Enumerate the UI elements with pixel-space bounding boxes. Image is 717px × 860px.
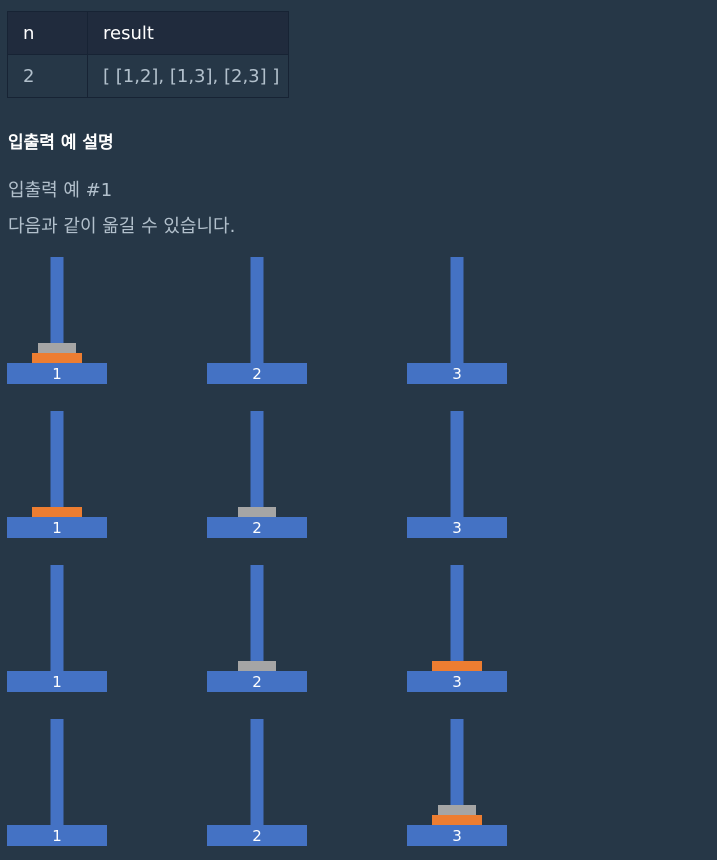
hanoi-peg-2: 2 [207, 719, 307, 846]
table-cell-result: [ [1,2], [1,3], [2,3] ] [87, 54, 289, 98]
example-description: 다음과 같이 옮길 수 있습니다. [8, 216, 236, 237]
hanoi-peg-3: 3 [407, 411, 507, 538]
peg-label: 1 [52, 827, 62, 845]
hanoi-peg-2: 2 [207, 565, 307, 692]
peg-pole [50, 411, 64, 518]
peg-base [207, 825, 307, 846]
peg-base [407, 517, 507, 538]
disk-large [32, 353, 82, 363]
section-heading: 입출력 예 설명 [8, 133, 114, 153]
peg-label: 3 [452, 519, 462, 537]
peg-label: 2 [252, 673, 262, 691]
peg-pole [50, 565, 64, 672]
peg-label: 2 [252, 827, 262, 845]
hanoi-peg-3: 3 [407, 565, 507, 692]
peg-label: 1 [52, 519, 62, 537]
peg-base [207, 517, 307, 538]
disk-small [38, 343, 76, 353]
hanoi-peg-1: 1 [7, 719, 107, 846]
hanoi-peg-1: 1 [7, 565, 107, 692]
table-row: 2 [ [1,2], [1,3], [2,3] ] [7, 54, 289, 98]
table-cell-n: 2 [7, 54, 88, 98]
peg-pole [50, 719, 64, 826]
peg-base [7, 363, 107, 384]
disk-large [32, 507, 82, 517]
peg-pole [50, 257, 64, 364]
peg-label: 1 [52, 365, 62, 383]
peg-pole [450, 719, 464, 826]
peg-base [407, 825, 507, 846]
peg-base [7, 825, 107, 846]
table-header-n: n [7, 11, 88, 55]
hanoi-peg-2: 2 [207, 411, 307, 538]
hanoi-peg-3: 3 [407, 257, 507, 384]
disk-small [238, 507, 276, 517]
peg-label: 3 [452, 365, 462, 383]
hanoi-peg-2: 2 [207, 257, 307, 384]
disk-large [432, 815, 482, 825]
peg-pole [450, 565, 464, 672]
peg-label: 3 [452, 673, 462, 691]
peg-pole [250, 257, 264, 364]
peg-pole [250, 565, 264, 672]
disk-small [438, 805, 476, 815]
peg-base [7, 671, 107, 692]
hanoi-peg-1: 1 [7, 411, 107, 538]
peg-label: 3 [452, 827, 462, 845]
disk-large [432, 661, 482, 671]
hanoi-peg-3: 3 [407, 719, 507, 846]
peg-base [407, 363, 507, 384]
peg-pole [250, 719, 264, 826]
peg-pole [250, 411, 264, 518]
peg-pole [450, 411, 464, 518]
peg-base [7, 517, 107, 538]
table-header-row: n result [7, 11, 289, 55]
peg-pole [450, 257, 464, 364]
table-header-result: result [87, 11, 289, 55]
peg-base [207, 363, 307, 384]
peg-label: 2 [252, 365, 262, 383]
peg-base [207, 671, 307, 692]
result-table: n result 2 [ [1,2], [1,3], [2,3] ] [7, 11, 289, 98]
disk-small [238, 661, 276, 671]
example-title: 입출력 예 #1 [8, 180, 113, 201]
peg-label: 2 [252, 519, 262, 537]
peg-base [407, 671, 507, 692]
peg-label: 1 [52, 673, 62, 691]
hanoi-peg-1: 1 [7, 257, 107, 384]
